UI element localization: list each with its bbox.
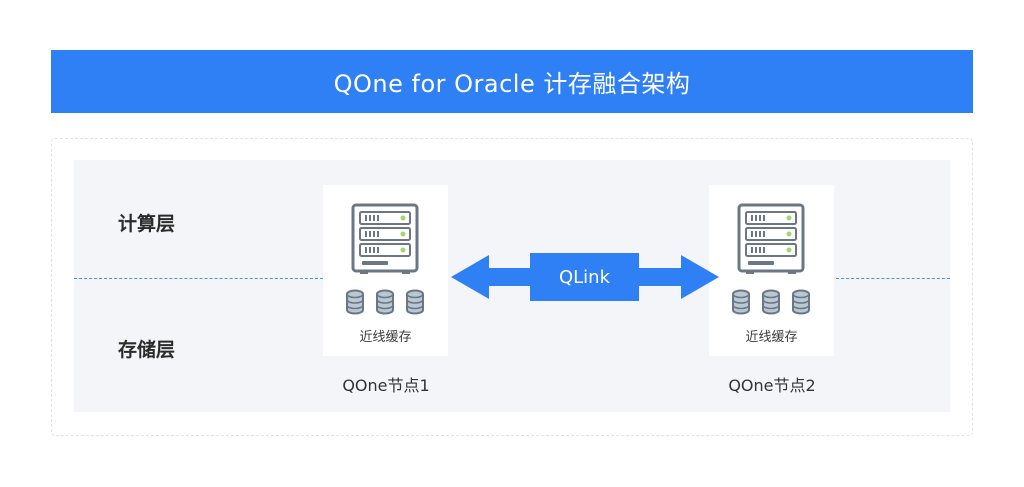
qlink-connector: QLink <box>451 253 719 301</box>
qlink-label: QLink <box>558 266 611 288</box>
diagram-title: QOne for Oracle 计存融合架构 <box>333 70 691 98</box>
node-card-1: 近线缓存 <box>323 185 448 356</box>
server-icon <box>737 203 805 274</box>
qlink-label-box: QLink <box>530 253 639 301</box>
cache-label: 近线缓存 <box>745 330 798 345</box>
disk-stack-icons <box>732 289 810 315</box>
disk-stack-icons <box>346 289 424 315</box>
node-label-2: QOne节点2 <box>728 376 816 395</box>
cache-label: 近线缓存 <box>359 330 412 345</box>
node-label-1: QOne节点1 <box>342 376 430 395</box>
diagram-title-bar: QOne for Oracle 计存融合架构 <box>51 50 973 113</box>
storage-layer-label: 存储层 <box>118 339 176 361</box>
node-card-2: 近线缓存 <box>709 185 834 356</box>
server-icon <box>351 203 419 274</box>
layer-divider-left <box>74 278 323 279</box>
compute-layer-label: 计算层 <box>118 213 176 235</box>
layer-divider-right <box>836 278 950 279</box>
outer-dashed-frame <box>51 138 973 436</box>
